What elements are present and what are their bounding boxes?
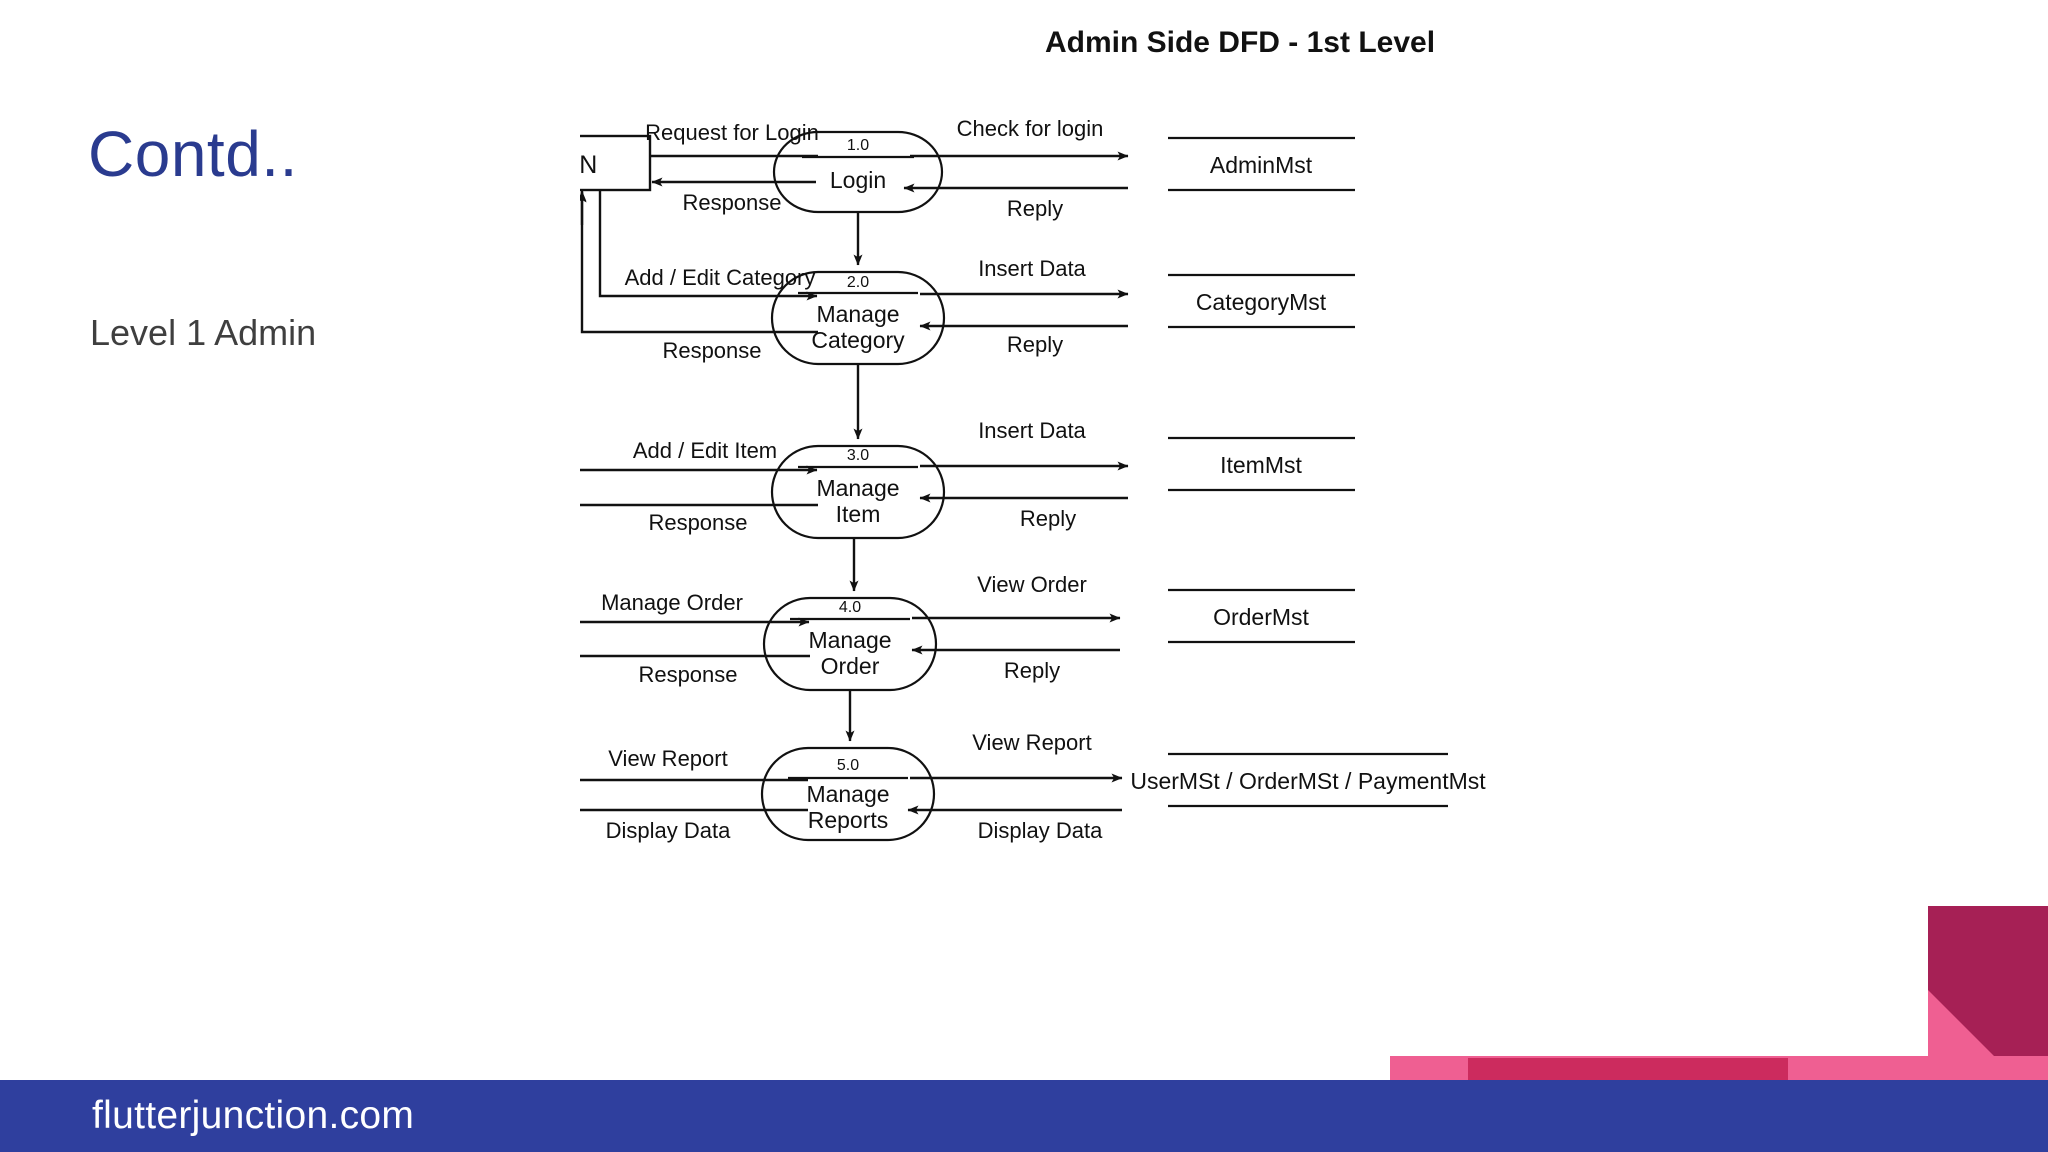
- flow-label: Response: [682, 190, 781, 215]
- slide-subtitle: Level 1 Admin: [90, 312, 317, 353]
- flow-reply-categorymst: Reply: [919, 321, 1128, 357]
- datastore-label: UserMSt / OrderMSt / PaymentMst: [1130, 768, 1486, 794]
- flow-label: Request for Login: [645, 120, 819, 145]
- process-number: 3.0: [847, 447, 869, 464]
- flow-manage-order: Manage Order: [580, 590, 810, 627]
- process-name-line2: Category: [811, 327, 905, 353]
- process-number: 2.0: [847, 274, 869, 291]
- flow-reply-itemmst: Reply: [919, 493, 1128, 531]
- datastore-itemmst: ItemMst: [1168, 436, 1355, 492]
- dfd-diagram: Admin Side DFD - 1st Level ADMIN 1.0 Log…: [580, 10, 2000, 1080]
- flow-insert-data-item: Insert Data: [920, 418, 1129, 471]
- process-name: Login: [830, 167, 886, 193]
- flow-view-report: View Report: [580, 746, 808, 782]
- flow-check-for-login: Check for login: [910, 116, 1129, 161]
- flow-view-order: View Order: [912, 572, 1121, 623]
- flow-label: Add / Edit Category: [625, 265, 816, 290]
- flow-label: View Report: [972, 730, 1091, 755]
- process-name-line2: Order: [821, 653, 880, 679]
- datastore-ordermst: OrderMst: [1168, 588, 1355, 644]
- flow-label: Add / Edit Item: [633, 438, 777, 463]
- datastore-adminmst: AdminMst: [1168, 136, 1355, 192]
- process-name-line2: Reports: [808, 807, 889, 833]
- datastore-categorymst: CategoryMst: [1168, 273, 1355, 329]
- datastore-label: CategoryMst: [1196, 289, 1327, 315]
- flow-label: Reply: [1020, 506, 1076, 531]
- flow-label: Insert Data: [978, 418, 1086, 443]
- flow-label: Response: [648, 510, 747, 535]
- process-name: Manage: [816, 301, 899, 327]
- process-1-login: 1.0 Login: [772, 130, 944, 214]
- datastore-label: AdminMst: [1210, 152, 1313, 178]
- flow-display-data-store: Display Data: [907, 805, 1122, 843]
- flow-response-login: Response: [651, 177, 816, 215]
- flow-add-edit-item: Add / Edit Item: [580, 438, 818, 475]
- flow-view-report-store: View Report: [910, 730, 1123, 783]
- flow-response-item: Response: [580, 503, 818, 535]
- flow-response-order: Response: [580, 654, 810, 687]
- datastore-usermst-ordermst-paymentmst: UserMSt / OrderMSt / PaymentMst: [1130, 752, 1486, 808]
- flow-label: Display Data: [978, 818, 1103, 843]
- flow-label: Reply: [1007, 196, 1063, 221]
- flow-label: Display Data: [606, 818, 731, 843]
- process-chain-connectors: [845, 212, 863, 742]
- datastore-label: ItemMst: [1220, 452, 1302, 478]
- flow-reply-ordermst: Reply: [911, 645, 1120, 683]
- process-name: Manage: [816, 475, 899, 501]
- flow-label: Reply: [1007, 332, 1063, 357]
- process-2-manage-category: 2.0 Manage Category: [770, 270, 946, 366]
- flow-label: Insert Data: [978, 256, 1086, 281]
- process-3-manage-item: 3.0 Manage Item: [770, 444, 946, 540]
- admin-inbound-arrow-stubs: [580, 190, 587, 225]
- process-name: Manage: [806, 781, 889, 807]
- footer-bar: flutterjunction.com: [0, 1080, 2048, 1152]
- footer-site-label: flutterjunction.com: [92, 1094, 415, 1137]
- datastore-label: OrderMst: [1213, 604, 1309, 630]
- flow-label: Response: [662, 338, 761, 363]
- process-name-line2: Item: [836, 501, 881, 527]
- diagram-title: Admin Side DFD - 1st Level: [1045, 26, 1435, 59]
- process-number: 5.0: [837, 757, 859, 774]
- flow-response-category: Response: [580, 191, 818, 363]
- flow-label: Response: [638, 662, 737, 687]
- flow-display-data-admin: Display Data: [580, 808, 808, 843]
- flow-add-edit-category: Add / Edit Category: [598, 190, 818, 301]
- flow-reply-adminmst: Reply: [903, 183, 1128, 221]
- flow-request-for-login: Request for Login: [645, 120, 819, 158]
- flow-label: View Report: [608, 746, 727, 771]
- process-number: 4.0: [839, 599, 861, 616]
- process-name: Manage: [808, 627, 891, 653]
- process-4-manage-order: 4.0 Manage Order: [762, 596, 938, 692]
- external-entity-label: ADMIN: [580, 151, 597, 179]
- external-entity-admin: ADMIN: [580, 134, 652, 192]
- process-number: 1.0: [847, 137, 869, 154]
- flow-label: Reply: [1004, 658, 1060, 683]
- process-5-manage-reports: 5.0 Manage Reports: [760, 746, 936, 842]
- page-title: Contd..: [88, 118, 298, 190]
- flow-label: View Order: [977, 572, 1087, 597]
- flow-label: Check for login: [957, 116, 1104, 141]
- flow-insert-data-category: Insert Data: [920, 256, 1129, 299]
- flow-label: Manage Order: [601, 590, 743, 615]
